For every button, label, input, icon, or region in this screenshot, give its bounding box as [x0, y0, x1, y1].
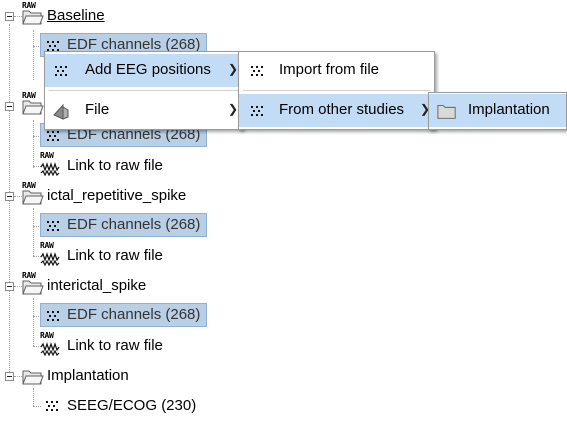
raw-tag: RAW	[40, 331, 54, 340]
link-raw-file-ictal[interactable]: Link to raw file	[67, 247, 163, 264]
menu-item-import-from-file[interactable]: Import from file	[239, 54, 434, 87]
submenu-arrow-icon: ❯	[227, 62, 238, 76]
tree-guide-line	[33, 120, 34, 168]
tree-guide-line	[33, 30, 34, 80]
raw-tag: RAW	[22, 91, 36, 100]
menu-separator	[243, 90, 430, 91]
menu-separator	[49, 90, 238, 91]
collapse-toggle-ictal[interactable]	[5, 192, 14, 201]
channel-dots-icon	[47, 311, 59, 321]
folder-icon	[437, 105, 456, 119]
condition-implantation[interactable]: Implantation	[47, 367, 129, 384]
raw-tag: RAW	[22, 1, 36, 10]
collapse-toggle-interictal[interactable]	[5, 282, 14, 291]
menu-item-implantation[interactable]: Implantation	[429, 94, 566, 127]
context-menu: Add EEG positions ❯ File ❯	[44, 51, 243, 130]
channel-dots-icon	[251, 106, 263, 116]
channel-dots-icon	[47, 221, 59, 231]
menu-item-file[interactable]: File ❯	[45, 94, 242, 127]
open-folder-icon	[22, 370, 44, 385]
submenu-arrow-icon: ❯	[419, 102, 430, 116]
collapse-toggle-baseline[interactable]	[5, 12, 14, 21]
submenu-arrow-icon: ❯	[227, 102, 238, 116]
collapse-toggle-implantation[interactable]	[5, 372, 14, 381]
condition-ictal[interactable]: ictal_repetitive_spike	[47, 187, 187, 204]
channel-dots-icon	[47, 131, 59, 141]
seeg-channels[interactable]: SEEG/ECOG (230)	[67, 397, 197, 414]
raw-tag: RAW	[40, 151, 54, 160]
condition-baseline[interactable]: Baseline	[47, 7, 105, 24]
tree-guide-line	[33, 388, 34, 406]
collapse-toggle-condition[interactable]	[5, 102, 14, 111]
link-raw-file-interictal[interactable]: Link to raw file	[67, 337, 163, 354]
raw-tag: RAW	[40, 241, 54, 250]
link-raw-file-second[interactable]: Link to raw file	[67, 157, 163, 174]
tree-guide-line	[33, 208, 34, 256]
menu-item-add-eeg-positions[interactable]: Add EEG positions ❯	[45, 54, 242, 87]
submenu-eeg-positions: Import from file From other studies ❯	[238, 51, 435, 130]
condition-interictal[interactable]: interictal_spike	[47, 277, 147, 294]
raw-tag: RAW	[22, 181, 36, 190]
menu-item-from-other-studies[interactable]: From other studies ❯	[239, 94, 434, 127]
submenu-studies: Implantation	[428, 92, 567, 130]
tree-guide-line	[33, 298, 34, 346]
edf-channels-ictal[interactable]: EDF channels (268)	[40, 213, 207, 237]
raw-tag: RAW	[22, 271, 36, 280]
channel-dots-icon	[46, 401, 58, 411]
channel-dots-icon	[55, 66, 67, 76]
channel-dots-icon	[251, 66, 263, 76]
edf-channels-interictal[interactable]: EDF channels (268)	[40, 303, 207, 327]
file-tools-icon	[53, 103, 69, 120]
